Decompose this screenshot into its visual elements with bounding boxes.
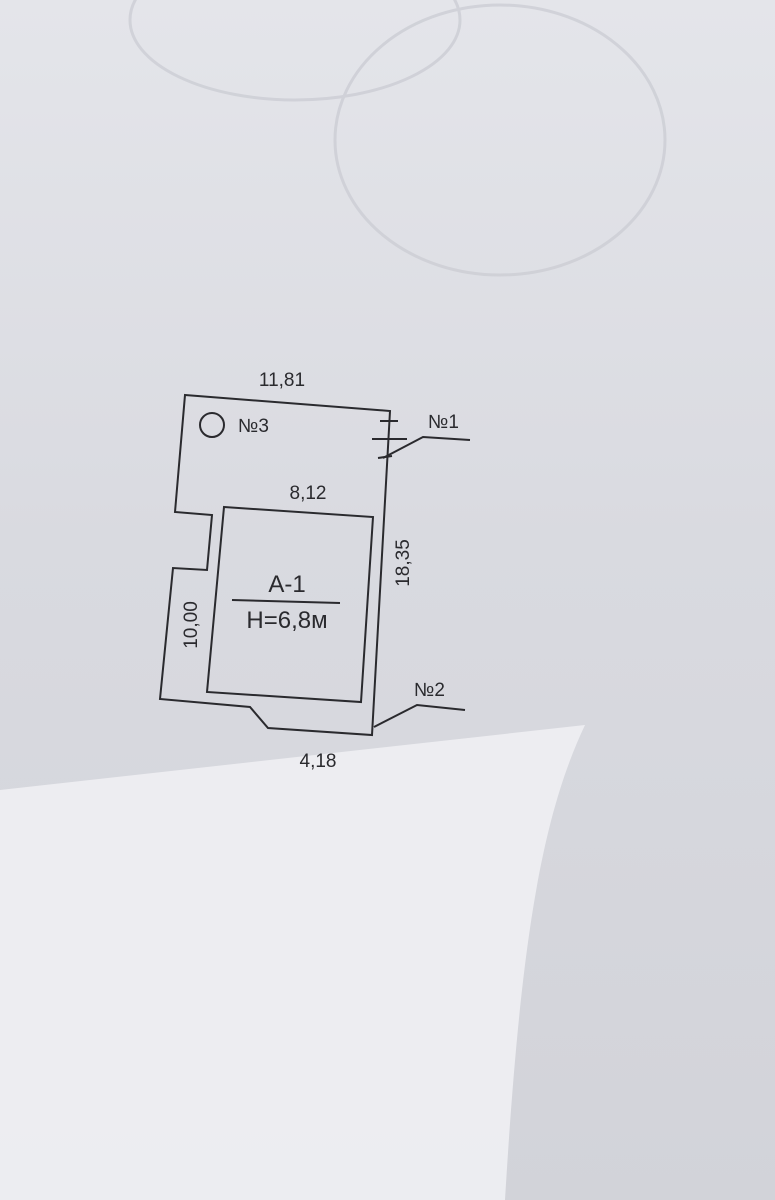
- building-label-divider: [231, 599, 341, 604]
- light-glare: [0, 725, 585, 1200]
- plot-boundary: [158, 393, 392, 737]
- dim-building-top: 8,12: [290, 483, 327, 504]
- dim-bottom: 4,18: [300, 751, 337, 772]
- faded-stamp: [128, 0, 667, 277]
- dim-top: 11,81: [259, 370, 305, 391]
- point-1-label: №1: [428, 412, 459, 433]
- point-1-ticks: [372, 420, 471, 459]
- building-name: А-1: [268, 571, 305, 598]
- building-outline: [205, 505, 375, 704]
- building-height: Н=6,8м: [246, 607, 327, 634]
- dim-left: 10,00: [181, 601, 202, 649]
- point-2-leader: [373, 703, 466, 728]
- point-2-label: №2: [414, 680, 445, 701]
- point-3-marker: [199, 412, 225, 438]
- point-3-label: №3: [238, 416, 269, 437]
- dim-right: 18,35: [393, 539, 414, 587]
